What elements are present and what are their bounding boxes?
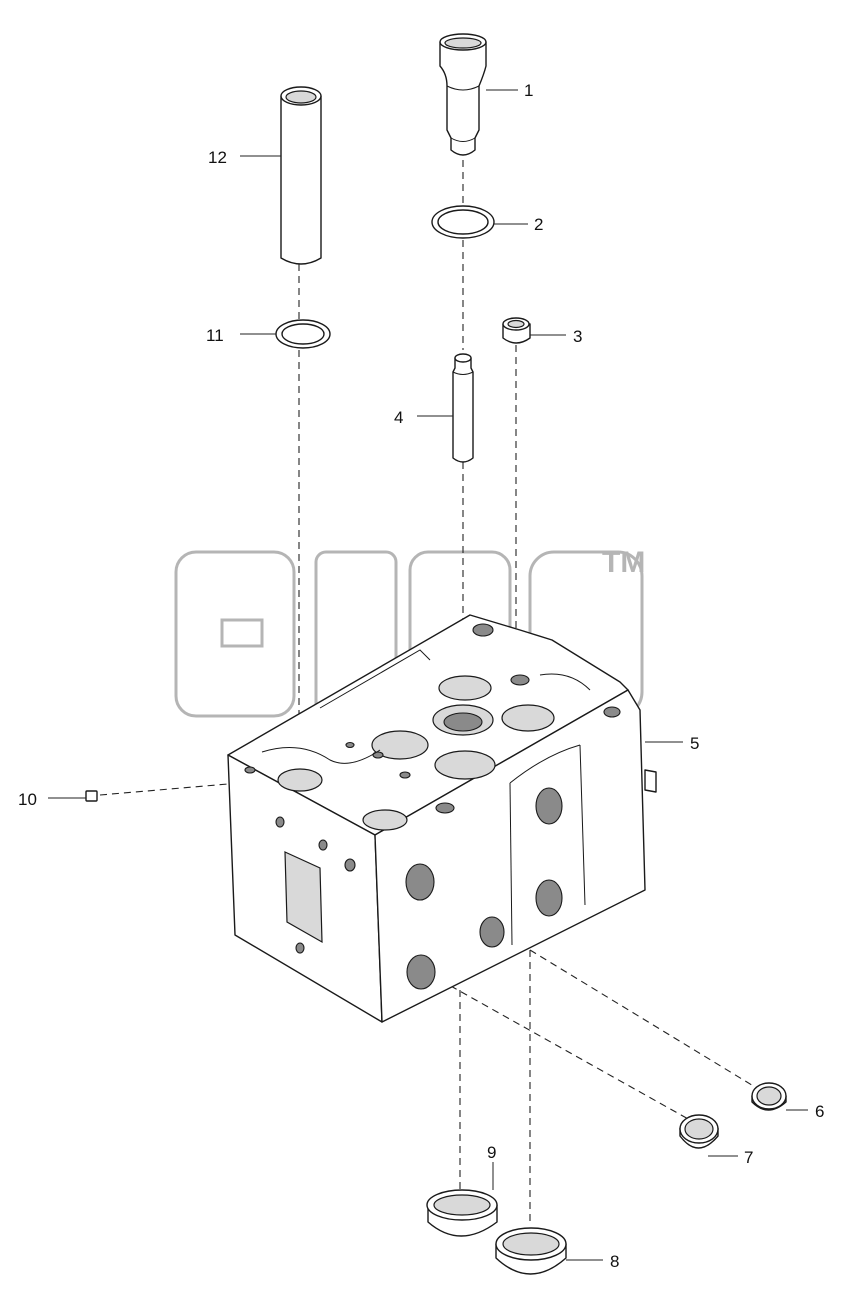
callout-6: 6 <box>815 1102 824 1121</box>
part-4-valve-guide <box>452 353 474 463</box>
part-9-valve-seat <box>426 1189 498 1237</box>
callout-10: 10 <box>18 790 37 809</box>
part-6-seat-ring <box>751 1082 787 1111</box>
part-10-plug <box>85 790 98 802</box>
part-5-cylinder-head <box>227 614 657 1023</box>
callout-5: 5 <box>690 734 699 753</box>
callout-9: 9 <box>487 1143 496 1162</box>
callout-3: 3 <box>573 327 582 346</box>
leader-lines <box>48 89 808 1261</box>
callout-2: 2 <box>534 215 543 234</box>
part-12-sleeve <box>280 86 322 265</box>
part-1-injector-sleeve <box>439 33 487 156</box>
part-3-bush <box>502 317 531 344</box>
callout-11: 11 <box>206 326 224 345</box>
callout-labels: 1 2 3 4 5 6 7 8 9 10 11 12 <box>18 81 824 1271</box>
part-8-valve-seat <box>495 1227 567 1275</box>
trademark-symbol: TM <box>602 546 645 579</box>
part-2-o-ring <box>431 205 495 239</box>
part-11-seal-ring <box>275 319 331 349</box>
callout-7: 7 <box>744 1148 753 1167</box>
callout-8: 8 <box>610 1252 619 1271</box>
callout-4: 4 <box>394 408 403 427</box>
callout-1: 1 <box>524 81 533 100</box>
part-7-seat-ring <box>679 1114 719 1149</box>
callout-12: 12 <box>208 148 227 167</box>
